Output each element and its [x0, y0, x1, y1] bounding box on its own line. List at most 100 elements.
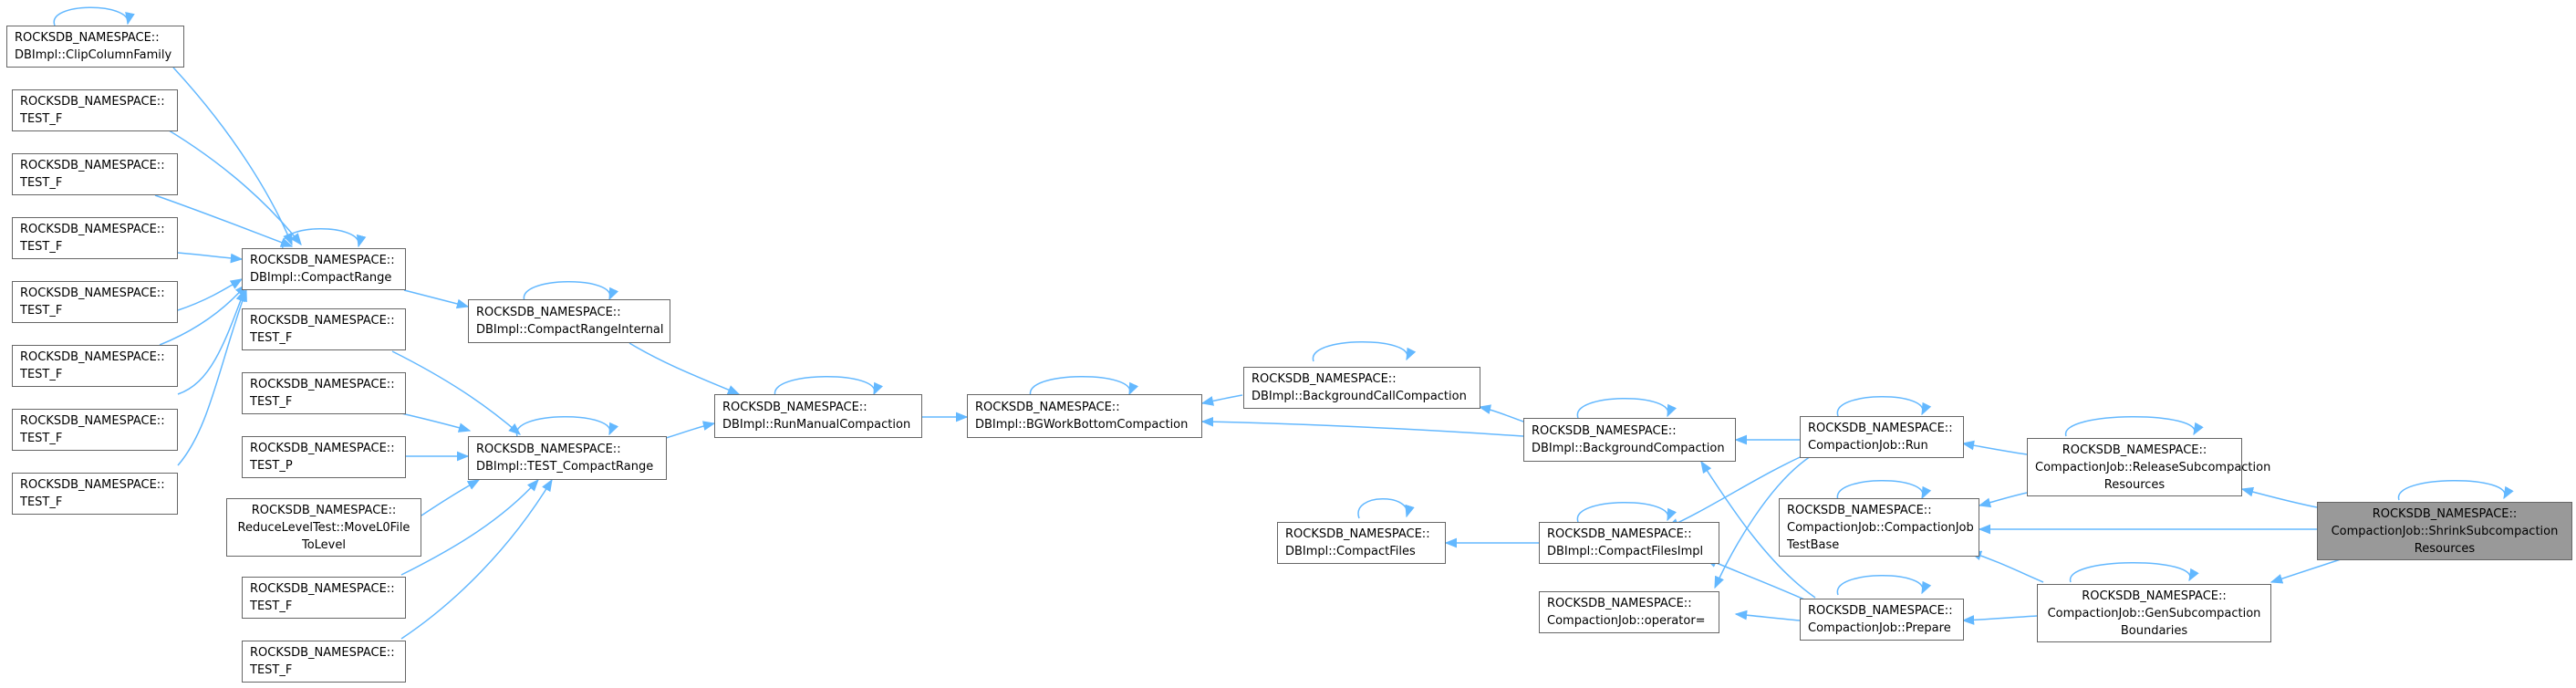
edge-tf2-compactrange: [154, 194, 294, 247]
node-test-f[interactable]: ROCKSDB_NAMESPACE::TEST_F: [242, 372, 406, 414]
node-label-line: DBImpl::ClipColumnFamily: [15, 48, 172, 62]
node-label-line: ROCKSDB_NAMESPACE::: [250, 254, 395, 267]
node-label-line: TEST_F: [20, 240, 63, 254]
node-test-p[interactable]: ROCKSDB_NAMESPACE::TEST_P: [242, 436, 406, 478]
node-label-line: CompactionJob::ShrinkSubcompaction: [2331, 524, 2559, 538]
node-test-f[interactable]: ROCKSDB_NAMESPACE::TEST_F: [12, 345, 178, 387]
node-test-f[interactable]: ROCKSDB_NAMESPACE::TEST_F: [242, 308, 406, 350]
node-label-line: DBImpl::CompactFiles: [1285, 545, 1416, 558]
node-label-line: TEST_P: [250, 459, 293, 473]
edge-release-run: [1961, 440, 2028, 455]
edge-reduce-testcr: [421, 479, 481, 516]
node-label-line: ROCKSDB_NAMESPACE::: [20, 223, 165, 236]
edge-self-compactfiles: [1357, 498, 1415, 519]
node-label-line: TEST_F: [250, 395, 293, 409]
node-operator-assign[interactable]: ROCKSDB_NAMESPACE::CompactionJob::operat…: [1539, 591, 1719, 633]
node-label-line: Resources: [2414, 541, 2476, 556]
edge-tf3-compactrange: [177, 252, 244, 264]
node-label-line: ROCKSDB_NAMESPACE::: [1547, 597, 1692, 610]
node-test-f[interactable]: ROCKSDB_NAMESPACE::TEST_F: [242, 577, 406, 619]
node-label-line: Boundaries: [2120, 623, 2188, 638]
edge-prepare-bc: [1700, 460, 1816, 599]
edge-self-bcc: [1313, 341, 1417, 362]
node-release-subcompaction-resources[interactable]: ROCKSDB_NAMESPACE::CompactionJob::Releas…: [2027, 438, 2270, 496]
node-label-line: CompactionJob::Run: [1808, 439, 1928, 453]
node-label-line: ROCKSDB_NAMESPACE::: [250, 442, 395, 455]
node-test-compact-range[interactable]: ROCKSDB_NAMESPACE::DBImpl::TEST_CompactR…: [468, 436, 667, 480]
edge-shrink-release: [2240, 486, 2318, 508]
edge-self-prepare: [1836, 575, 1932, 596]
node-background-call-compaction[interactable]: ROCKSDB_NAMESPACE::DBImpl::BackgroundCal…: [1243, 367, 1480, 409]
node-label-line: TEST_F: [20, 112, 63, 126]
edge-prepare-cfi: [1704, 558, 1812, 603]
edge-compactrange-cri: [403, 289, 470, 309]
node-shrink-subcompaction-resources[interactable]: ROCKSDB_NAMESPACE::CompactionJob::Shrink…: [2317, 502, 2572, 560]
edge-testcr-rmc: [665, 421, 716, 439]
node-reduce-level-test[interactable]: ROCKSDB_NAMESPACE::ReduceLevelTest::Move…: [226, 498, 421, 557]
node-label-line: DBImpl::CompactRange: [250, 271, 392, 285]
node-compact-files[interactable]: ROCKSDB_NAMESPACE::DBImpl::CompactFiles: [1277, 522, 1446, 564]
node-compact-range[interactable]: ROCKSDB_NAMESPACE::DBImpl::CompactRange: [242, 248, 406, 290]
node-compact-files-impl[interactable]: ROCKSDB_NAMESPACE::DBImpl::CompactFilesI…: [1539, 522, 1719, 564]
node-label-line: DBImpl::CompactRangeInternal: [476, 323, 664, 337]
node-label-line: ROCKSDB_NAMESPACE::: [15, 31, 160, 45]
node-label-line: Resources: [2103, 477, 2166, 492]
node-bg-work-bottom-compaction[interactable]: ROCKSDB_NAMESPACE::DBImpl::BGWorkBottomC…: [967, 394, 1202, 438]
edge-release-cjtb: [1978, 492, 2028, 508]
node-label-line: ROCKSDB_NAMESPACE::: [1532, 424, 1677, 438]
node-label-line: DBImpl::BackgroundCallCompaction: [1252, 390, 1467, 403]
node-test-f[interactable]: ROCKSDB_NAMESPACE::TEST_F: [12, 217, 178, 259]
node-label-line: ROCKSDB_NAMESPACE::: [20, 159, 165, 172]
node-label-line: ROCKSDB_NAMESPACE::: [1787, 503, 1932, 517]
edge-tf4-compactrange: [177, 278, 244, 311]
node-label-line: ROCKSDB_NAMESPACE::: [250, 378, 395, 391]
edge-tf8-testcr: [391, 350, 522, 435]
node-label-line: ROCKSDB_NAMESPACE::: [20, 350, 165, 364]
node-label-line: TestBase: [1787, 537, 1840, 552]
edge-bcc-bgwb: [1200, 394, 1243, 406]
node-label-line: DBImpl::BackgroundCompaction: [1532, 442, 1725, 455]
node-label-line: ROCKSDB_NAMESPACE::: [20, 478, 165, 492]
edge-self-testcr: [516, 416, 618, 437]
node-test-f[interactable]: ROCKSDB_NAMESPACE::TEST_F: [12, 281, 178, 323]
node-label-line: ROCKSDB_NAMESPACE::: [251, 503, 397, 517]
node-clip-column-family[interactable]: ROCKSDB_NAMESPACE::DBImpl::ClipColumnFam…: [6, 26, 184, 68]
node-label-line: ROCKSDB_NAMESPACE::: [1808, 604, 1953, 618]
node-label-line: TEST_F: [20, 432, 63, 445]
node-test-f[interactable]: ROCKSDB_NAMESPACE::TEST_F: [12, 409, 178, 451]
node-label-line: DBImpl::CompactFilesImpl: [1547, 545, 1704, 558]
node-label-line: ROCKSDB_NAMESPACE::: [1252, 372, 1397, 386]
edge-self-shrink: [2398, 480, 2514, 501]
node-label-line: ROCKSDB_NAMESPACE::: [1808, 422, 1953, 435]
node-compaction-job-prepare[interactable]: ROCKSDB_NAMESPACE::CompactionJob::Prepar…: [1800, 599, 1964, 641]
node-label-line: ROCKSDB_NAMESPACE::: [250, 314, 395, 328]
edge-run-cfi: [1666, 453, 1807, 528]
node-test-f[interactable]: ROCKSDB_NAMESPACE::TEST_F: [12, 89, 178, 131]
node-test-f[interactable]: ROCKSDB_NAMESPACE::TEST_F: [12, 473, 178, 515]
node-label-line: ROCKSDB_NAMESPACE::: [250, 582, 395, 596]
node-label-line: ROCKSDB_NAMESPACE::: [20, 287, 165, 300]
edge-cri-rmc: [628, 342, 741, 395]
node-background-compaction[interactable]: ROCKSDB_NAMESPACE::DBImpl::BackgroundCom…: [1523, 418, 1736, 462]
node-compaction-job-test-base[interactable]: ROCKSDB_NAMESPACE::CompactionJob::Compac…: [1779, 498, 1979, 557]
node-label-line: ROCKSDB_NAMESPACE::: [476, 443, 621, 456]
edge-self-cfi: [1577, 502, 1677, 523]
node-label-line: TEST_F: [250, 663, 293, 677]
edge-bc-bgwb: [1200, 416, 1524, 437]
node-label-line: ReduceLevelTest::MoveL0File: [237, 520, 410, 535]
node-label-line: CompactionJob::CompactionJob: [1787, 520, 1974, 535]
node-test-f[interactable]: ROCKSDB_NAMESPACE::TEST_F: [242, 641, 406, 683]
node-compact-range-internal[interactable]: ROCKSDB_NAMESPACE::DBImpl::CompactRangeI…: [468, 299, 670, 343]
node-compaction-job-run[interactable]: ROCKSDB_NAMESPACE::CompactionJob::Run: [1800, 416, 1964, 458]
node-label-line: ROCKSDB_NAMESPACE::: [975, 401, 1120, 414]
node-run-manual-compaction[interactable]: ROCKSDB_NAMESPACE::DBImpl::RunManualComp…: [714, 394, 922, 438]
node-gen-subcompaction-boundaries[interactable]: ROCKSDB_NAMESPACE::CompactionJob::GenSub…: [2037, 584, 2271, 642]
edge-clip-compactrange: [172, 67, 293, 246]
node-test-f[interactable]: ROCKSDB_NAMESPACE::TEST_F: [12, 153, 178, 195]
edge-prepare-op: [1734, 610, 1801, 621]
node-label-line: ROCKSDB_NAMESPACE::: [722, 401, 867, 414]
edge-tf7-compactrange: [177, 288, 247, 466]
edge-bc-bcc: [1478, 404, 1524, 422]
node-label-line: ROCKSDB_NAMESPACE::: [20, 414, 165, 428]
